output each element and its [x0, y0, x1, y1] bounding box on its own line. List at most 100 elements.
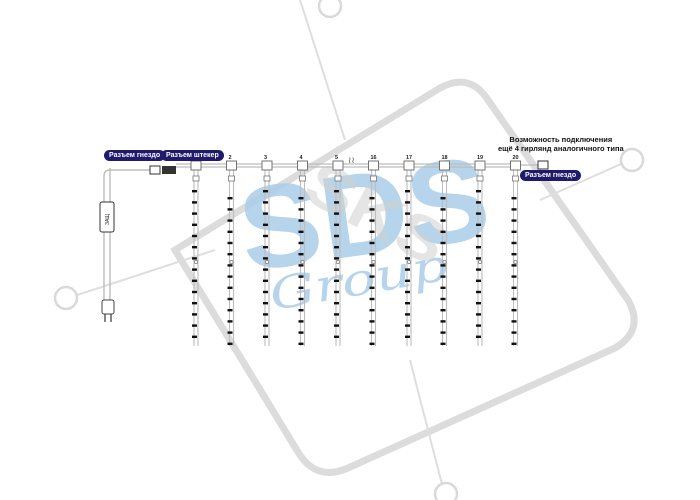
led-strand: 5	[332, 155, 344, 346]
led-bulb	[227, 197, 233, 200]
led-bulb	[192, 234, 197, 238]
led-bulb	[298, 241, 304, 245]
led-bulb	[298, 208, 304, 211]
watermark-frame-shape	[170, 78, 638, 476]
strand-tap-connector	[439, 160, 450, 171]
led-bulb	[227, 309, 233, 312]
led-bulb	[476, 313, 481, 316]
adapter-label: ЗАЩ	[105, 214, 111, 225]
strand-tap-connector	[332, 160, 344, 171]
led-bulb	[476, 279, 481, 282]
led-bulb	[192, 313, 197, 316]
strand-connector	[476, 175, 484, 182]
strand-connector	[299, 175, 306, 182]
led-bulb	[263, 279, 268, 282]
strand-tap-connector	[510, 160, 521, 171]
ray-bottom	[409, 359, 446, 497]
adapter-box: ЗАЩ	[99, 201, 115, 233]
led-bulb	[511, 197, 517, 200]
led-bulb	[334, 257, 339, 260]
strand-mid-joint	[194, 260, 198, 264]
led-bulb	[263, 324, 268, 327]
led-bulb	[263, 302, 268, 305]
strand-mid-joint	[478, 260, 482, 264]
led-bulb	[476, 234, 481, 238]
ring-left	[53, 285, 79, 311]
led-bulb	[369, 230, 375, 233]
led-bulb	[334, 190, 339, 193]
led-bulb	[511, 219, 517, 222]
led-bulb	[511, 253, 517, 256]
led-bulb	[263, 190, 268, 193]
led-bulb	[263, 268, 268, 271]
led-bulb	[405, 335, 410, 338]
led-bulb	[369, 309, 375, 312]
led-bulb	[405, 201, 410, 204]
led-bulb	[511, 286, 517, 289]
led-bulb	[369, 342, 375, 345]
led-bulb	[192, 279, 197, 282]
led-strand: 1	[190, 155, 202, 346]
led-bulb	[369, 320, 375, 323]
strand-tap-connector	[190, 160, 202, 171]
power-plug	[101, 299, 115, 322]
strand-number: 5	[335, 155, 338, 161]
led-bulb	[298, 275, 304, 278]
strand-mid-joint	[513, 260, 518, 264]
plug-body	[101, 299, 115, 315]
expansion-note-line-2: ещё 4 гирлянд аналогичного типа	[498, 144, 624, 153]
led-bulb	[227, 230, 233, 233]
strand-tap-connector	[368, 160, 379, 171]
socket-right-label: Разъем гнездо	[520, 170, 582, 181]
led-bulb	[298, 264, 304, 267]
led-bulb	[298, 253, 304, 256]
watermark-brand: SDS SKS Group	[231, 132, 497, 322]
led-bulb	[298, 320, 304, 323]
led-bulb	[511, 320, 517, 323]
led-bulb	[192, 335, 197, 338]
led-bulb	[476, 212, 481, 215]
adapter-body	[99, 201, 115, 233]
led-bulb	[227, 241, 233, 245]
led-bulb	[334, 313, 339, 316]
strand-number: 19	[477, 155, 483, 161]
led-bulb	[440, 219, 446, 222]
led-bulb	[511, 297, 517, 301]
led-bulb	[476, 335, 481, 338]
led-bulb	[298, 230, 304, 233]
led-bulb	[511, 331, 517, 334]
led-bulb	[334, 234, 339, 238]
led-bulb	[263, 223, 268, 226]
led-bulb	[334, 268, 339, 271]
led-bulb	[227, 219, 233, 222]
strand-mid-joint	[371, 260, 376, 264]
strand-number: 18	[442, 155, 448, 161]
led-bulb	[192, 190, 197, 193]
led-bulb	[440, 208, 446, 211]
led-strand: 2	[226, 155, 237, 346]
led-bulb	[298, 309, 304, 312]
led-bulb	[192, 324, 197, 327]
led-bulb	[369, 264, 375, 267]
led-bulb	[405, 234, 410, 238]
plug-connector	[162, 166, 176, 174]
strand-mid-joint	[442, 260, 447, 264]
led-bulb	[334, 246, 339, 249]
led-bulb	[334, 335, 339, 338]
strand-connector	[334, 175, 342, 182]
led-bulb	[227, 331, 233, 334]
strand-number: 20	[513, 155, 519, 161]
led-bulb	[298, 219, 304, 222]
ring-top	[317, 0, 343, 19]
ray-top-left	[299, 0, 346, 141]
connector-pair	[149, 165, 176, 175]
led-bulb	[440, 320, 446, 323]
led-bulb	[405, 212, 410, 215]
led-bulb	[440, 275, 446, 278]
strand-mid-joint	[300, 260, 305, 264]
strand-mid-joint	[407, 260, 411, 264]
led-bulb	[511, 208, 517, 211]
led-bulb	[440, 331, 446, 334]
led-bulb	[227, 297, 233, 301]
